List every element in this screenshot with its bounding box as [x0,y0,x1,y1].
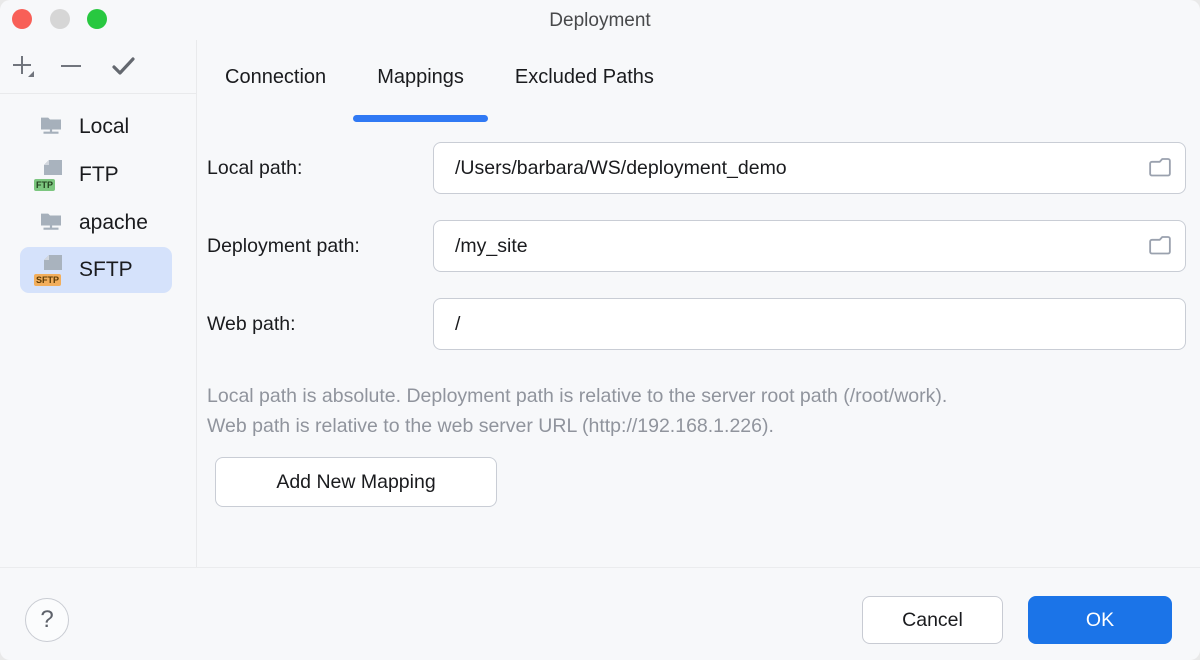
folder-icon [1145,236,1175,264]
remove-server-button[interactable] [56,52,86,82]
sidebar-item-label: FTP [79,163,119,186]
hint-line-1: Local path is absolute. Deployment path … [207,385,948,407]
close-window-button[interactable] [12,9,32,29]
server-list-toolbar [0,40,196,94]
local-path-label: Local path: [207,157,303,179]
local-path-field-wrap [433,142,1186,194]
plus-dropdown-icon [8,51,38,84]
sidebar-item-apache[interactable]: apache [20,200,172,246]
deployment-path-field-wrap [433,220,1186,272]
deployment-path-label: Deployment path: [207,235,360,257]
footer-divider [0,567,1200,568]
sidebar-item-label: apache [79,211,148,234]
settings-tabs: Connection Mappings Excluded Paths [225,62,654,122]
use-as-default-button[interactable] [108,52,138,82]
server-file-icon: SFTP [34,255,68,286]
web-path-label: Web path: [207,313,296,335]
cancel-button[interactable]: Cancel [862,596,1003,644]
server-file-icon: FTP [34,160,68,191]
titlebar: Deployment [0,0,1200,40]
ok-button[interactable]: OK [1028,596,1172,644]
deployment-path-input[interactable] [433,220,1186,272]
sidebar-item-sftp[interactable]: SFTP SFTP [20,247,172,293]
sidebar-item-label: Local [79,115,130,138]
local-path-browse-button[interactable] [1145,153,1175,183]
help-button[interactable]: ? [25,598,69,642]
zoom-window-button[interactable] [87,9,107,29]
sidebar-item-ftp[interactable]: FTP FTP [20,152,172,198]
local-path-input[interactable] [433,142,1186,194]
minus-icon [56,51,86,84]
add-server-button[interactable] [8,52,38,82]
ftp-badge: FTP [34,179,55,191]
mapping-hint-text: Local path is absolute. Deployment path … [207,381,947,441]
add-new-mapping-button[interactable]: Add New Mapping [215,457,497,507]
check-icon [108,51,138,84]
sidebar-item-label: SFTP [79,258,133,281]
sidebar-divider [196,40,197,567]
sidebar-item-local[interactable]: Local [20,104,172,150]
minimize-window-button[interactable] [50,9,70,29]
folder-icon [1145,158,1175,186]
network-folder-icon [38,112,68,142]
tab-mappings[interactable]: Mappings [353,62,488,122]
deployment-path-browse-button[interactable] [1145,231,1175,261]
sftp-badge: SFTP [34,274,62,286]
web-path-input[interactable] [433,298,1186,350]
window-title: Deployment [549,10,651,31]
hint-line-2: Web path is relative to the web server U… [207,415,774,437]
tab-connection[interactable]: Connection [225,66,327,88]
web-path-field-wrap [433,298,1186,350]
network-folder-icon [38,208,68,238]
tab-excluded-paths[interactable]: Excluded Paths [514,66,654,88]
